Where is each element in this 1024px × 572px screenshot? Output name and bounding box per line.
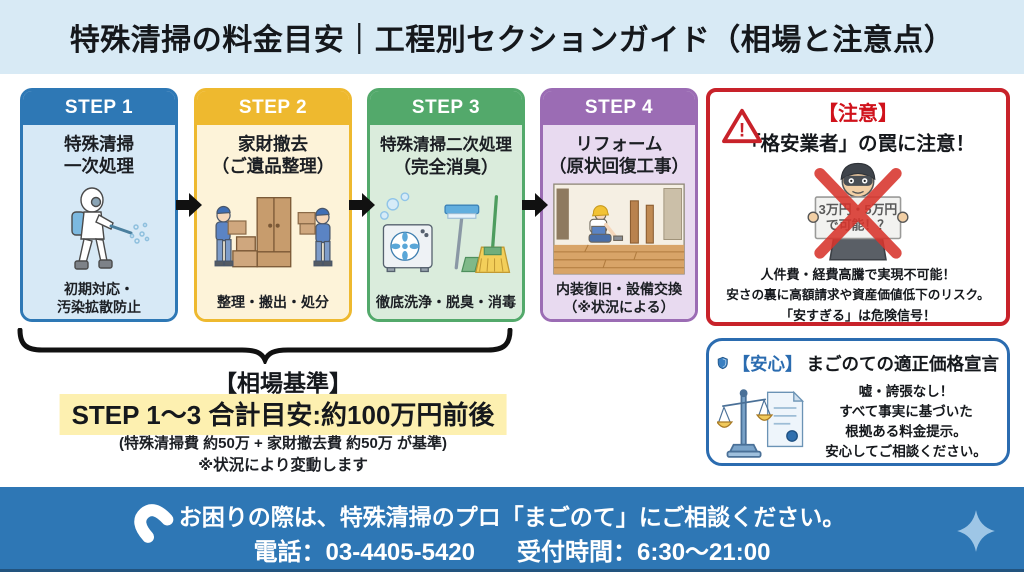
red-cross-icon: [814, 167, 902, 259]
sparkle-icon: [957, 510, 995, 552]
scales-and-document-illustration: [717, 380, 813, 464]
footer-phone-number: 電話：03-4405-5420: [253, 539, 476, 566]
assurance-heading: まごのての適正価格宣言: [806, 353, 1000, 374]
flooring-worker-illustration: [553, 178, 685, 280]
page-title: 特殊清掃の料金目安｜工程別セクションガイド（相場と注意点）: [69, 24, 955, 57]
step3-caption: 徹底洗浄・脱臭・消毒: [376, 293, 516, 310]
step2-caption: 整理・搬出・処分: [217, 293, 329, 310]
movers-illustration: [203, 184, 343, 286]
footer-hours: 受付時間：6:30〜21:00: [517, 539, 771, 566]
hazmat-sprayer-illustration: [43, 178, 155, 280]
warning-triangle-icon: !: [722, 108, 762, 144]
shield-icon: [717, 356, 728, 370]
flow-arrow-icon: [522, 193, 548, 217]
step-card-1: STEP 1 特殊清掃 一次処理: [20, 88, 178, 322]
deodorizer-tools-illustration: [376, 185, 516, 287]
caution-body: 人件費・経費高騰で実現不可能！ 安さの裏に高額請求や資産価値低下のリスク。 「安…: [726, 267, 990, 323]
market-basis-heading: 【相場基準】: [214, 370, 352, 396]
caution-tag: 【注意】: [818, 103, 898, 125]
step-card-3: STEP 3 特殊清掃二次処理 （完全消臭）: [367, 88, 525, 322]
brace-steps-1-3: [17, 328, 513, 364]
step-card-4: STEP 4 リフォーム （原状回復工事）: [540, 88, 698, 322]
caution-box: ! 【注意】 「格安業者」の罠に注意！ 3万円・5万円 で可能！？: [706, 88, 1010, 326]
svg-text:!: !: [739, 120, 745, 141]
phone-icon: [134, 504, 174, 543]
market-total-estimate: STEP 1〜3 合計目安:約100万円前後: [59, 394, 507, 435]
step1-title: 特殊清掃 一次処理: [64, 134, 134, 177]
step3-header: STEP 3: [370, 91, 522, 125]
assurance-box: 【安心】 まごのての適正価格宣言: [706, 338, 1010, 466]
scam-thief-illustration: 3万円・5万円 で可能！？: [710, 158, 1006, 263]
step2-header: STEP 2: [197, 91, 349, 125]
step3-title: 特殊清掃二次処理 （完全消臭）: [380, 136, 512, 178]
step2-title: 家財撤去 （ご遺品整理）: [211, 134, 335, 177]
assurance-body: 嘘・誇張なし！ すべて事実に基づいた 根拠ある料金提示。 安心してご相談ください…: [825, 384, 987, 459]
step4-caption: 内装復旧・設備交換 （※状況による）: [556, 280, 682, 315]
caution-heading: 「格安業者」の罠に注意！: [740, 133, 975, 155]
step1-caption: 初期対応・ 汚染拡散防止: [57, 280, 141, 315]
market-breakdown-note: (特殊清掃費 約50万 + 家財撤去費 約50万 が基準): [119, 435, 447, 452]
title-band: 特殊清掃の料金目安｜工程別セクションガイド（相場と注意点）: [0, 0, 1024, 74]
step1-header: STEP 1: [23, 91, 175, 125]
step4-title: リフォーム （原状回復工事）: [549, 134, 689, 177]
footer-contact-bar: お困りの際は、特殊清掃のプロ「まごのて」にご相談ください。 電話：03-4405…: [0, 487, 1024, 572]
assurance-tag: 【安心】: [732, 353, 803, 374]
step-card-2: STEP 2 家財撤去 （ご遺品整理）: [194, 88, 352, 322]
footer-message: お困りの際は、特殊清掃のプロ「まごのて」にご相談ください。: [178, 504, 846, 530]
flow-arrow-icon: [176, 193, 202, 217]
market-variance-note: ※状況により変動します: [198, 457, 368, 474]
flow-arrow-icon: [349, 193, 375, 217]
step4-header: STEP 4: [543, 91, 695, 125]
